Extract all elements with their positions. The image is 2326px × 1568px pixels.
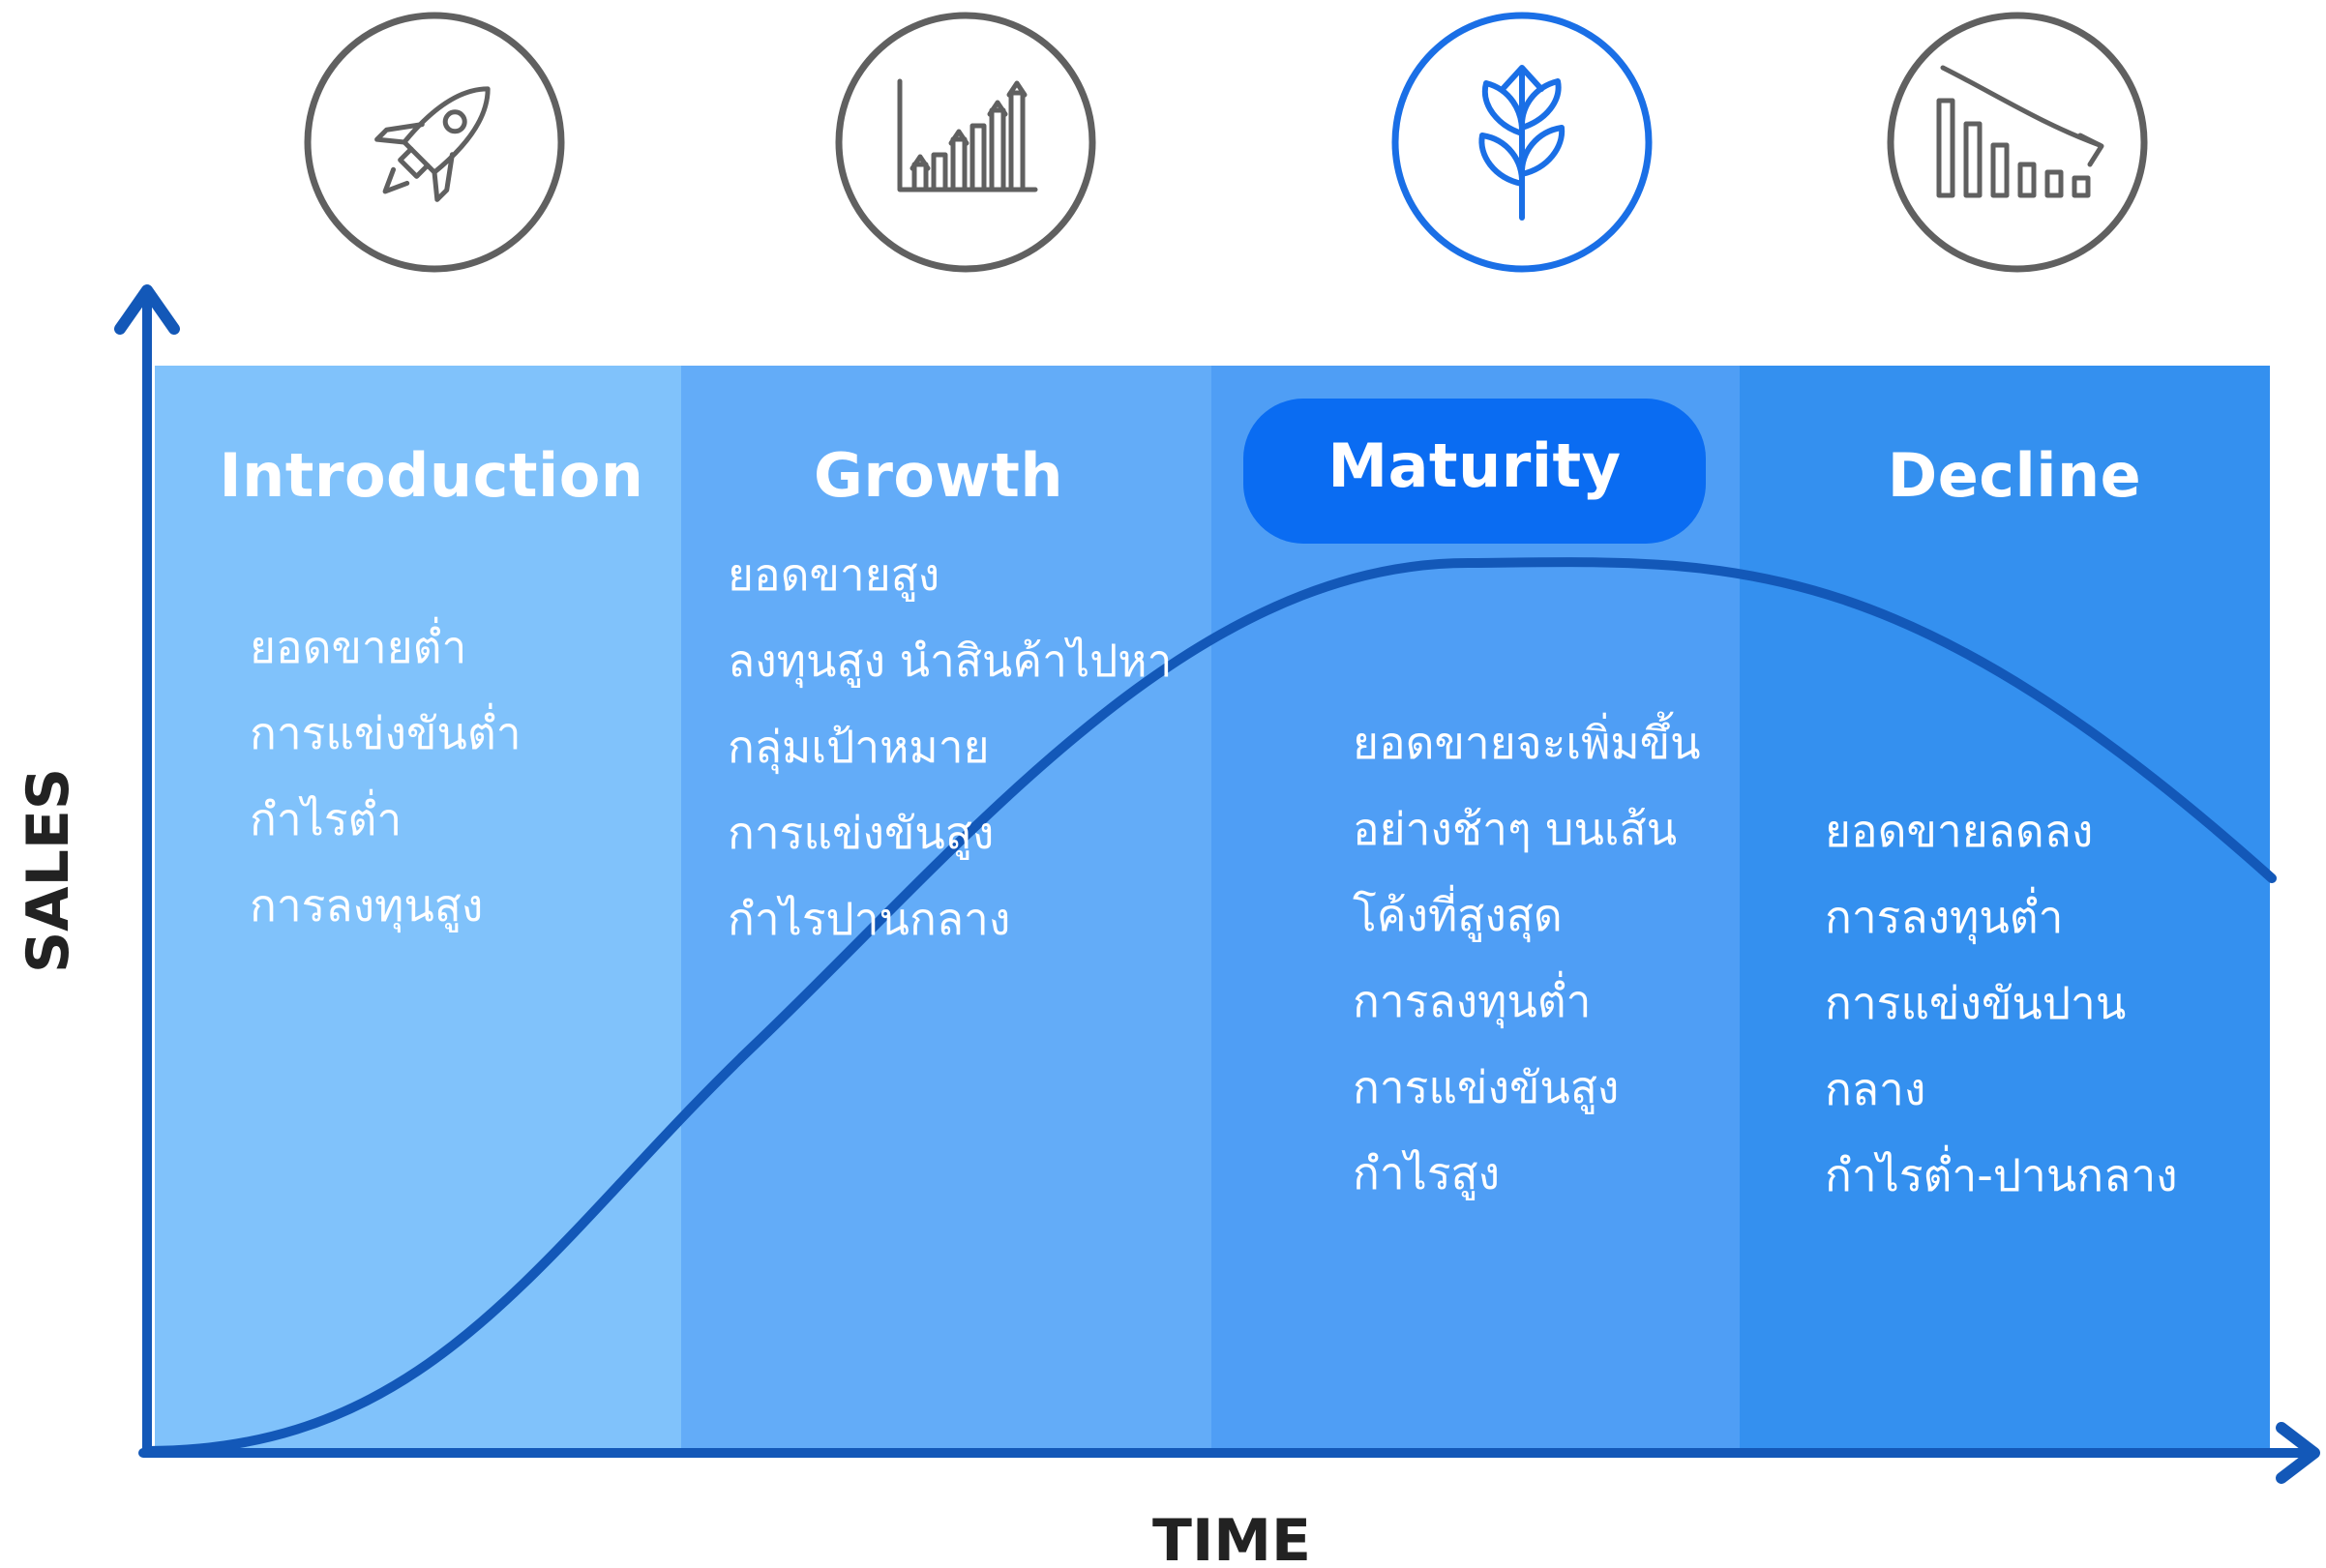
- list-item: การลงทุนสูง: [250, 879, 484, 932]
- y-axis-arrowhead: [114, 284, 180, 335]
- list-item: ยอดขายต่ำ: [250, 621, 467, 673]
- stage-band-decline: [1740, 366, 2270, 1449]
- x-axis-label: TIME: [1152, 1507, 1311, 1568]
- list-item: ยอดขายลดลง: [1825, 805, 2094, 857]
- growth-bullet-list: ยอดขายสูง ลงทุนสูง นำสินค้าไปหา กลุ่มเป้…: [728, 532, 1172, 962]
- stage-title-maturity: Maturity: [1327, 430, 1622, 501]
- list-item: กำไรปานกลาง: [728, 893, 1011, 945]
- stage-band-maturity: [1211, 366, 1740, 1449]
- list-item: การลงทุนต่ำ: [1353, 975, 1592, 1027]
- bar-decline-icon: [1887, 12, 2148, 273]
- list-item: กลาง: [1825, 1063, 1926, 1115]
- stage-title-introduction: Introduction: [219, 440, 644, 511]
- list-item: ยอดขายจะเพิ่มขึ้น: [1353, 717, 1701, 769]
- introduction-bullet-list: ยอดขายต่ำ การแข่งขันต่ำ กำไรต่ำ การลงทุน…: [250, 605, 522, 949]
- list-item: ยอดขายสูง: [728, 548, 940, 601]
- list-item: กำไรต่ำ: [250, 793, 403, 845]
- stage-title-growth: Growth: [813, 440, 1064, 511]
- stage-title-decline: Decline: [1887, 440, 2142, 511]
- list-item: การลงทุนต่ำ: [1825, 891, 2064, 943]
- maturity-highlight-pill: [1243, 399, 1706, 544]
- x-axis-arrowhead: [2276, 1422, 2320, 1484]
- decline-bullet-list: ยอดขายลดลง การลงทุนต่ำ การแข่งขันปาน กลา…: [1825, 788, 2178, 1219]
- list-item: กลุ่มเป้าหมาย: [728, 721, 990, 773]
- list-item: ลงทุนสูง นำสินค้าไปหา: [728, 635, 1173, 687]
- y-axis-label: SALES: [15, 767, 82, 974]
- list-item: กำไรต่ำ-ปานกลาง: [1825, 1149, 2178, 1201]
- stage-band-introduction: [155, 366, 681, 1449]
- list-item: อย่างช้าๆ บนเส้น: [1353, 803, 1678, 855]
- sprout-icon: [1391, 12, 1653, 273]
- list-item: กำไรสูง: [1353, 1147, 1501, 1199]
- maturity-bullet-list: ยอดขายจะเพิ่มขึ้น อย่างช้าๆ บนเส้น โค้งท…: [1353, 700, 1701, 1217]
- list-item: การแข่งขันสูง: [1353, 1061, 1620, 1113]
- bar-growth-icon: [835, 12, 1096, 273]
- list-item: โค้งที่สูงสุด: [1353, 889, 1563, 941]
- rocket-icon: [304, 12, 565, 273]
- list-item: การแข่งขันปาน: [1825, 977, 2127, 1029]
- list-item: การแข่งขันต่ำ: [250, 707, 522, 759]
- list-item: การแข่งขันสูง: [728, 807, 995, 859]
- stage-band-growth: [681, 366, 1211, 1449]
- sales-curve: [142, 557, 2277, 1456]
